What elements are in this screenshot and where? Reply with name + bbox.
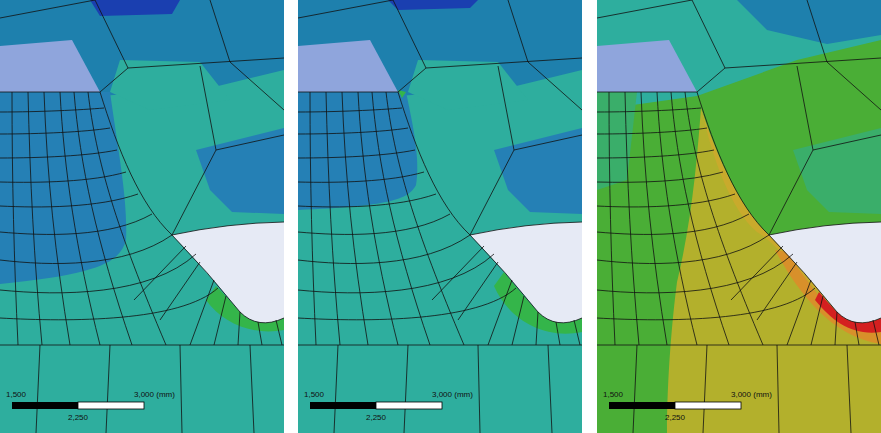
scale-bar-label: 3,000 (mm)	[731, 390, 772, 399]
scale-bar-label: 1,500	[304, 390, 324, 399]
contour-panel	[0, 0, 284, 433]
scale-bar-label: 2,250	[665, 413, 685, 422]
scale-bar-label: 1,500	[603, 390, 623, 399]
scale-bar-label: 2,250	[68, 413, 88, 422]
scale-bar-label: 3,000 (mm)	[134, 390, 175, 399]
contour-panel	[298, 0, 582, 433]
scale-bar-label: 1,500	[6, 390, 26, 399]
scale-bar-label: 3,000 (mm)	[432, 390, 473, 399]
contour-panel	[597, 0, 881, 433]
scale-bar-label: 2,250	[366, 413, 386, 422]
